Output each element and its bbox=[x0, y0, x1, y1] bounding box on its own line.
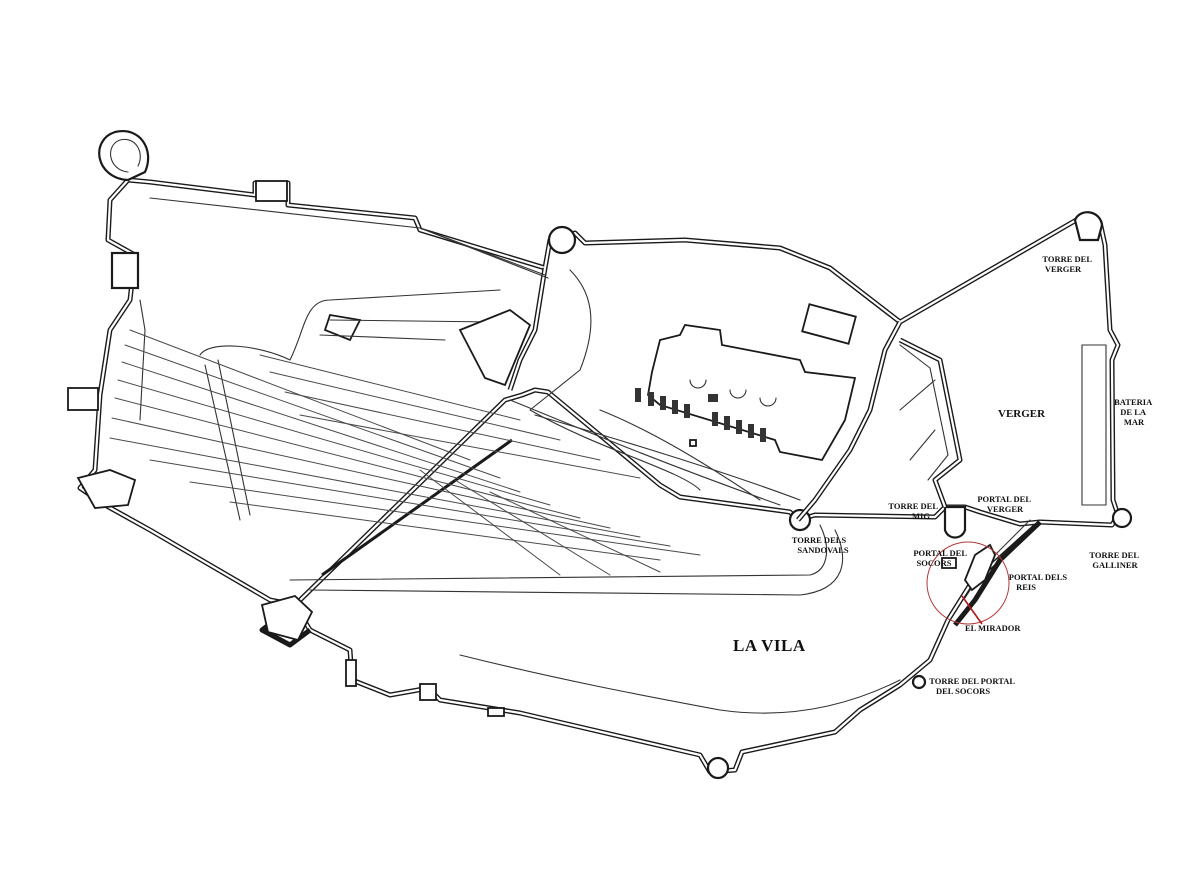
torre-del-galliner-tower bbox=[1111, 507, 1133, 529]
label-bateria-de-la-mar: BATERIA DE LA MAR bbox=[1114, 397, 1154, 427]
label-torre-del-galliner: TORRE DEL GALLINER bbox=[1089, 550, 1140, 570]
towers bbox=[67, 129, 1133, 780]
label-torre-del-verger: TORRE DEL VERGER bbox=[1042, 254, 1093, 274]
label-torre-dels-sandovals: TORRE DELS SANDOVALS bbox=[792, 535, 849, 555]
inner-bastion-east bbox=[458, 308, 532, 387]
inner-bastion-north bbox=[323, 313, 362, 342]
castle-cistern bbox=[801, 303, 857, 345]
label-portal-del-socors: PORTAL DEL SOCORS bbox=[913, 548, 968, 568]
portal-del-socors-guardhouse bbox=[941, 557, 957, 569]
nw-round-tower bbox=[98, 129, 150, 182]
label-la-vila: LA VILA bbox=[733, 636, 806, 655]
map-labels: LA VILA VERGER TORRE DEL VERGER BATERIA … bbox=[733, 254, 1154, 696]
torre-del-mig-tower bbox=[943, 505, 967, 539]
label-portal-del-verger: PORTAL DEL VERGER bbox=[977, 494, 1032, 514]
castle-walls bbox=[507, 267, 1107, 627]
castle-nw-round-tower bbox=[547, 225, 577, 255]
terrace-lines bbox=[109, 329, 701, 576]
palace-outline bbox=[647, 324, 857, 462]
southwest-bastion bbox=[76, 469, 137, 509]
torre-del-verger-tower bbox=[1073, 211, 1104, 242]
south-wall-buttress-1 bbox=[345, 659, 357, 687]
castle-well bbox=[689, 439, 697, 447]
south-round-tower bbox=[706, 756, 730, 780]
south-bastion bbox=[260, 594, 314, 642]
label-el-mirador: EL MIRADOR bbox=[965, 623, 1021, 633]
label-torre-del-mig: TORRE DEL MIG bbox=[888, 501, 939, 521]
castle-palace bbox=[635, 303, 857, 462]
south-wall-buttress-2 bbox=[419, 683, 437, 701]
portal-del-socors-highlight-circle bbox=[926, 541, 1010, 625]
north-square-tower bbox=[255, 180, 288, 202]
label-verger: VERGER bbox=[998, 408, 1046, 420]
label-portal-dels-reis: PORTAL DELS REIS bbox=[1009, 572, 1069, 592]
west-square-tower bbox=[110, 251, 140, 290]
label-torre-del-portal-del-socors: TORRE DEL PORTAL DEL SOCORS bbox=[929, 676, 1016, 696]
south-wall-buttress-3 bbox=[487, 707, 505, 717]
torre-del-portal-del-socors-tower bbox=[911, 674, 927, 690]
west-small-tower bbox=[67, 387, 99, 411]
portal-del-socors-structure bbox=[963, 543, 996, 592]
el-mirador-pointer-line bbox=[961, 595, 983, 625]
